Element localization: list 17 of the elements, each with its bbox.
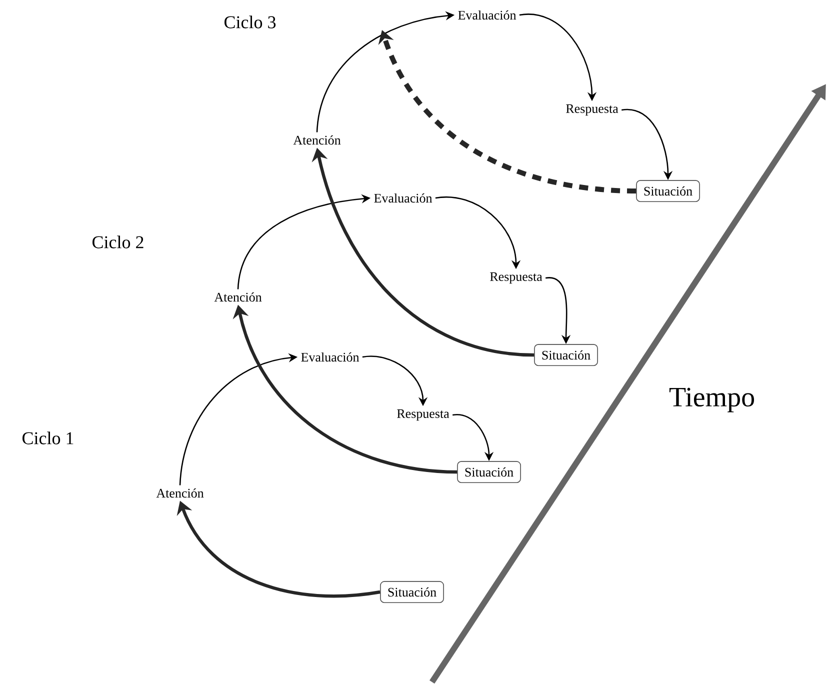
cycle-label: Ciclo 3 [224, 16, 276, 28]
stage-label: Evaluación [374, 193, 432, 203]
situation-box: Situación [534, 344, 598, 366]
stage-label: Evaluación [458, 10, 516, 20]
stage-label: Atención [293, 135, 341, 145]
situation-box: Situación [380, 581, 444, 603]
cycle-label: Ciclo 2 [92, 236, 144, 248]
situation-box: Situación [636, 180, 700, 202]
situation-box: Situación [457, 461, 521, 483]
stage-label: Respuesta [566, 104, 618, 116]
stage-label: Atención [214, 292, 262, 302]
stage-label: Evaluación [301, 352, 360, 362]
stage-label: Atención [156, 488, 204, 498]
cycle-label: Ciclo 1 [22, 432, 74, 444]
stage-label: Respuesta [490, 272, 542, 284]
axis-label: Tiempo [669, 388, 754, 412]
stage-label: Respuesta [397, 409, 450, 421]
